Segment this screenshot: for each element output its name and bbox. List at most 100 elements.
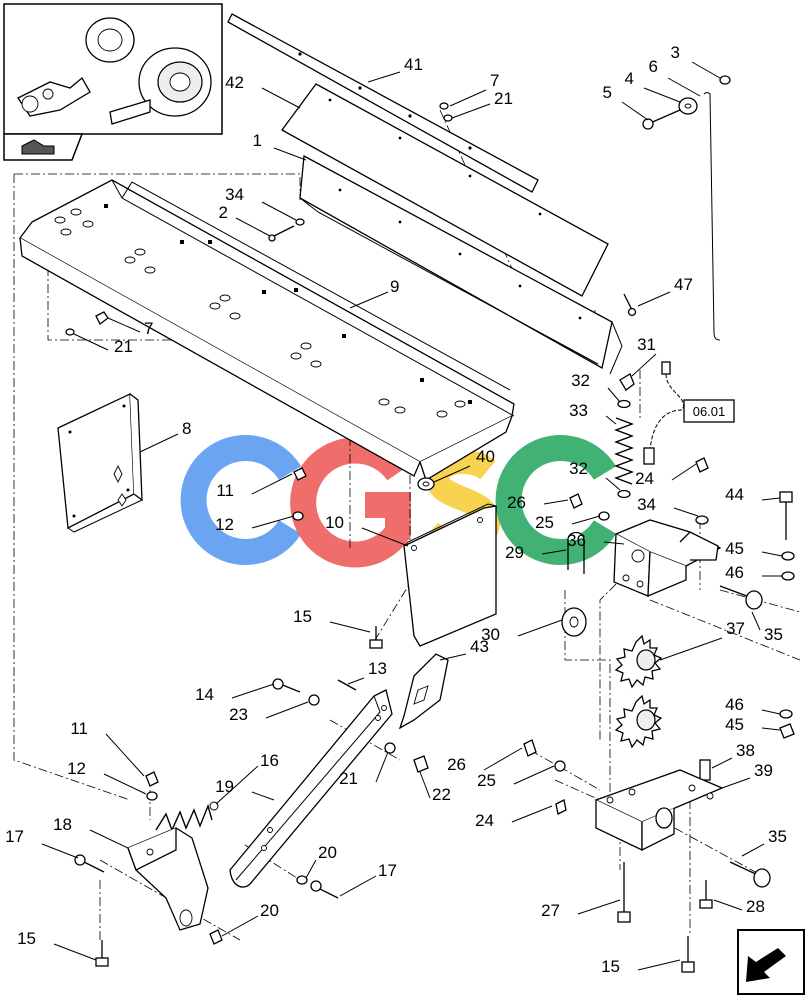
callout-24[interactable]: 24 — [635, 469, 654, 488]
callout-leader-7 — [449, 89, 487, 107]
callout-15[interactable]: 15 — [293, 607, 312, 626]
callout-26[interactable]: 26 — [447, 755, 466, 774]
callout-35[interactable]: 35 — [768, 827, 787, 846]
callout-37[interactable]: 37 — [726, 619, 745, 638]
part-30-roller[interactable] — [561, 607, 587, 637]
callout-30[interactable]: 30 — [481, 625, 500, 644]
callout-20[interactable]: 20 — [260, 901, 279, 920]
part-42-plate[interactable] — [281, 83, 609, 297]
callout-21[interactable]: 21 — [114, 337, 133, 356]
part-39-plate[interactable] — [594, 769, 724, 852]
callout-34[interactable]: 34 — [225, 185, 244, 204]
callout-leader-22 — [419, 771, 431, 799]
part-43-bracket[interactable] — [398, 653, 449, 730]
part-41-strip[interactable] — [227, 13, 539, 193]
reference-06-01[interactable]: 06.01 — [683, 399, 735, 423]
callout-3[interactable]: 3 — [671, 43, 680, 62]
callout-21[interactable]: 21 — [494, 89, 513, 108]
callout-22[interactable]: 22 — [432, 785, 451, 804]
callout-44[interactable]: 44 — [725, 485, 744, 504]
callout-6[interactable]: 6 — [649, 57, 658, 76]
callout-7[interactable]: 7 — [490, 71, 499, 90]
callout-26[interactable]: 26 — [507, 493, 526, 512]
callout-15[interactable]: 15 — [601, 957, 620, 976]
part-37-gears[interactable] — [614, 634, 663, 749]
callout-27[interactable]: 27 — [541, 901, 560, 920]
part-10-guard[interactable] — [403, 503, 497, 647]
callout-41[interactable]: 41 — [404, 55, 423, 74]
part-33-spring[interactable] — [614, 417, 634, 485]
callout-10[interactable]: 10 — [325, 513, 344, 532]
callout-leader-46 — [761, 709, 781, 715]
callout-1[interactable]: 1 — [253, 131, 262, 150]
callout-4[interactable]: 4 — [625, 69, 634, 88]
callout-7[interactable]: 7 — [144, 319, 153, 338]
part-29-u-bolt[interactable] — [567, 531, 585, 575]
callout-45[interactable]: 45 — [725, 539, 744, 558]
callout-leader-24 — [511, 805, 553, 823]
part-18-bracket[interactable] — [127, 827, 209, 931]
callout-42[interactable]: 42 — [225, 73, 244, 92]
part-1-cover[interactable] — [299, 154, 623, 375]
assembly-thumbnail[interactable] — [3, 3, 223, 135]
callout-leader-34 — [673, 507, 699, 517]
watermark-c-blue — [180, 435, 302, 565]
callout-leader-26 — [483, 747, 523, 771]
callout-18[interactable]: 18 — [53, 815, 72, 834]
callout-13[interactable]: 13 — [368, 659, 387, 678]
callout-2[interactable]: 2 — [219, 203, 228, 222]
callout-24[interactable]: 24 — [475, 811, 494, 830]
callout-11[interactable]: 11 — [70, 719, 88, 738]
callout-leader-19 — [251, 791, 275, 801]
callout-32[interactable]: 32 — [571, 371, 590, 390]
callout-40[interactable]: 40 — [476, 447, 495, 466]
callout-20[interactable]: 20 — [318, 843, 337, 862]
callout-leader-45 — [761, 551, 783, 557]
callout-leader-40 — [433, 465, 471, 483]
callout-19[interactable]: 19 — [215, 777, 234, 796]
callout-8[interactable]: 8 — [182, 419, 191, 438]
callout-leader-37 — [659, 637, 723, 661]
callout-29[interactable]: 29 — [505, 543, 524, 562]
callout-9[interactable]: 9 — [390, 277, 399, 296]
callout-5[interactable]: 5 — [603, 83, 612, 102]
part-9-frame[interactable] — [19, 179, 515, 481]
callout-leader-14 — [231, 683, 275, 699]
part-36-bracket[interactable] — [613, 519, 722, 597]
callout-17[interactable]: 17 — [378, 861, 397, 880]
callout-11[interactable]: 11 — [216, 481, 234, 500]
callout-43[interactable]: 43 — [470, 637, 489, 656]
callout-25[interactable]: 25 — [477, 771, 496, 790]
callout-38[interactable]: 38 — [736, 741, 755, 760]
callout-leader-16 — [215, 765, 259, 805]
callout-12[interactable]: 12 — [215, 515, 234, 534]
callout-leader-15 — [329, 621, 371, 633]
hardware-small[interactable] — [65, 75, 795, 973]
callout-39[interactable]: 39 — [754, 761, 773, 780]
callout-25[interactable]: 25 — [535, 513, 554, 532]
callout-28[interactable]: 28 — [746, 897, 765, 916]
callout-17[interactable]: 17 — [5, 827, 24, 846]
callout-31[interactable]: 31 — [637, 335, 656, 354]
callout-36[interactable]: 36 — [567, 531, 586, 550]
callout-45[interactable]: 45 — [725, 715, 744, 734]
callout-21[interactable]: 21 — [339, 769, 358, 788]
callout-32[interactable]: 32 — [569, 459, 588, 478]
callout-46[interactable]: 46 — [725, 563, 744, 582]
callout-47[interactable]: 47 — [674, 275, 693, 294]
callout-46[interactable]: 46 — [725, 695, 744, 714]
callout-34[interactable]: 34 — [637, 495, 656, 514]
part-16-spring[interactable] — [155, 801, 219, 832]
callout-33[interactable]: 33 — [569, 401, 588, 420]
part-19-arm[interactable] — [229, 689, 393, 888]
callout-leader-4 — [643, 87, 681, 103]
callout-12[interactable]: 12 — [67, 759, 86, 778]
callout-14[interactable]: 14 — [195, 685, 214, 704]
callout-16[interactable]: 16 — [260, 751, 279, 770]
thumbnail-nav-tab[interactable] — [3, 133, 84, 161]
callout-15[interactable]: 15 — [17, 929, 36, 948]
callout-35[interactable]: 35 — [764, 625, 783, 644]
part-8-plate[interactable] — [57, 392, 143, 533]
next-page-arrow-icon[interactable] — [737, 929, 805, 995]
callout-23[interactable]: 23 — [229, 705, 248, 724]
